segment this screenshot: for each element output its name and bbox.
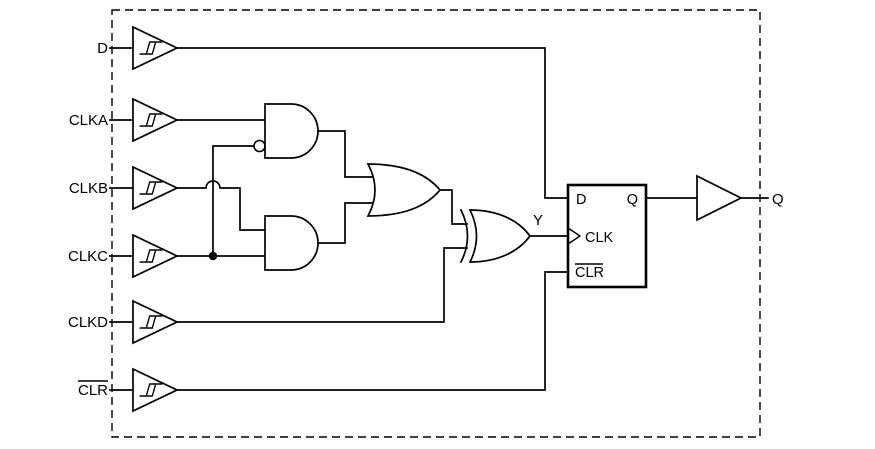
input-clkb: CLKB [69,165,179,211]
schmitt-glyph [139,113,163,127]
wire-clkb-to-and2 [176,180,266,231]
wire-or-to-xor [439,189,468,225]
clock-edge-triangle-icon [567,227,582,245]
wire-clkd-to-xor [176,247,468,323]
wire-and2-to-or [317,202,379,244]
ff-clr-label: CLR [575,265,604,281]
ff-clk-label: CLK [585,230,614,246]
schmitt-hysteresis-icon [139,41,163,55]
input-label-clkd: CLKD [68,314,108,331]
input-label-clr: CLR [78,382,108,399]
and-gate-1 [264,103,319,159]
input-clkd: CLKD [68,299,179,345]
wire-d-to-ff [176,47,569,199]
inverter-bubble [253,139,266,153]
schmitt-glyph [139,41,163,55]
ff-d-label: D [576,192,586,208]
input-clka: CLKA [69,97,179,143]
or-gate [366,163,442,217]
dashed-boundary [111,9,761,438]
schmitt-glyph [139,383,163,397]
schmitt-hysteresis-icon [139,113,163,127]
schmitt-buffer-clkd [132,299,179,345]
input-clr: CLR [78,367,179,413]
schmitt-hysteresis-icon [139,315,163,329]
schmitt-buffer-clkb [132,165,179,211]
wire-clkc-branch-to-and1-bubble [212,145,255,257]
output-label-q: Q [772,191,784,208]
input-clkc: CLKC [68,233,179,279]
gates [253,103,532,271]
xor-front-arc [459,208,469,264]
schmitt-hysteresis-icon [139,249,163,263]
schmitt-buffer-clkc [132,233,179,279]
ff-q-label: Q [627,192,638,208]
schmitt-buffer-clr [132,367,179,413]
input-label-d: D [97,40,108,57]
junction-dot [208,251,218,261]
output-buffer [696,174,743,222]
xor-gate [468,209,532,263]
schmitt-glyph [139,249,163,263]
and-gate-2 [264,215,319,271]
schmitt-hysteresis-icon [139,383,163,397]
schmitt-hysteresis-icon [139,181,163,195]
input-label-clkc: CLKC [68,248,108,265]
net-label-y: Y [533,212,543,229]
schmitt-buffer-d [132,25,179,71]
wire-clr-to-ff [176,271,569,391]
wires [176,47,569,391]
wire-and1-to-or [317,130,379,178]
d-flip-flop: D Q CLK CLR [566,183,648,289]
input-label-clka: CLKA [69,112,108,129]
schmitt-glyph [139,181,163,195]
schmitt-glyph [139,315,163,329]
schmitt-buffer-clka [132,97,179,143]
output-section: Q [645,174,784,222]
input-d: D [97,25,179,71]
input-label-clkb: CLKB [69,180,108,197]
